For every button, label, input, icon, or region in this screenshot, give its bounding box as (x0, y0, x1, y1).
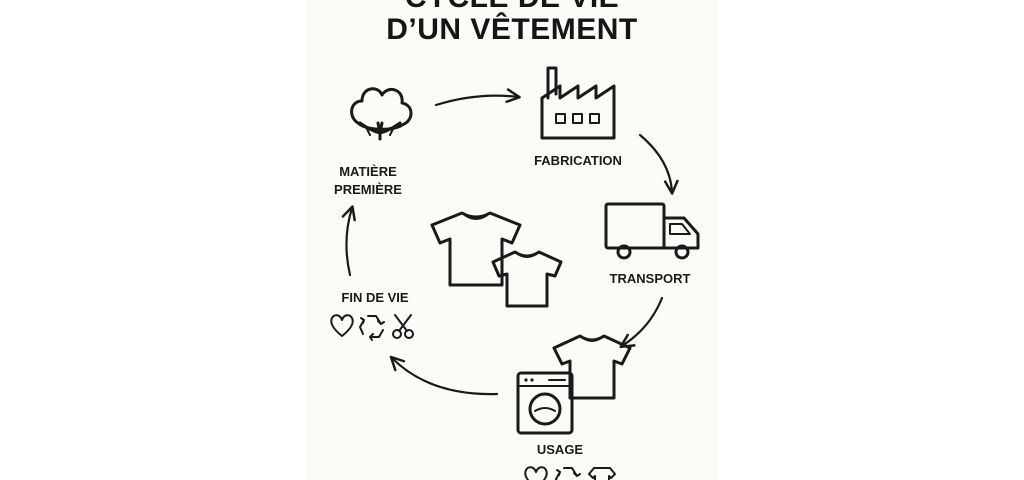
heart-icon (330, 314, 354, 337)
washing-machine-icon (516, 371, 574, 435)
label-usage: USAGE (536, 442, 584, 457)
arrow-manufacturing-to-transport (638, 133, 679, 195)
label-raw-material-line-2: PREMIÈRE (334, 182, 402, 197)
arrow-end-of-life-to-raw (341, 205, 356, 277)
factory-icon (540, 66, 616, 140)
label-raw-material-line-1: MATIÈRE (339, 164, 397, 179)
heart-icon (524, 466, 548, 480)
title-line-1: CYCLE DE VIE (0, 0, 1024, 13)
title-line-2: D’UN VÊTEMENT (386, 13, 638, 46)
label-transport: TRANSPORT (609, 271, 691, 286)
scissors-icon (392, 314, 414, 339)
arrow-usage-to-end-of-life (389, 355, 499, 396)
recycle-icon (555, 467, 581, 480)
cotton-flower-icon (350, 87, 413, 141)
label-end-of-life: FIN DE VIE (341, 290, 409, 305)
tshirt-icon (552, 334, 632, 400)
shirt-icon (588, 467, 616, 480)
tshirt-icon (491, 250, 563, 308)
label-manufacturing: FABRICATION (534, 153, 622, 168)
tshirt-icon (430, 211, 522, 287)
truck-icon (604, 202, 700, 260)
recycle-icon (359, 315, 385, 341)
label-raw-material: MATIÈRE PREMIÈRE (318, 163, 418, 199)
arrow-transport-to-usage (619, 296, 664, 349)
arrow-raw-to-manufacturing (434, 88, 521, 107)
